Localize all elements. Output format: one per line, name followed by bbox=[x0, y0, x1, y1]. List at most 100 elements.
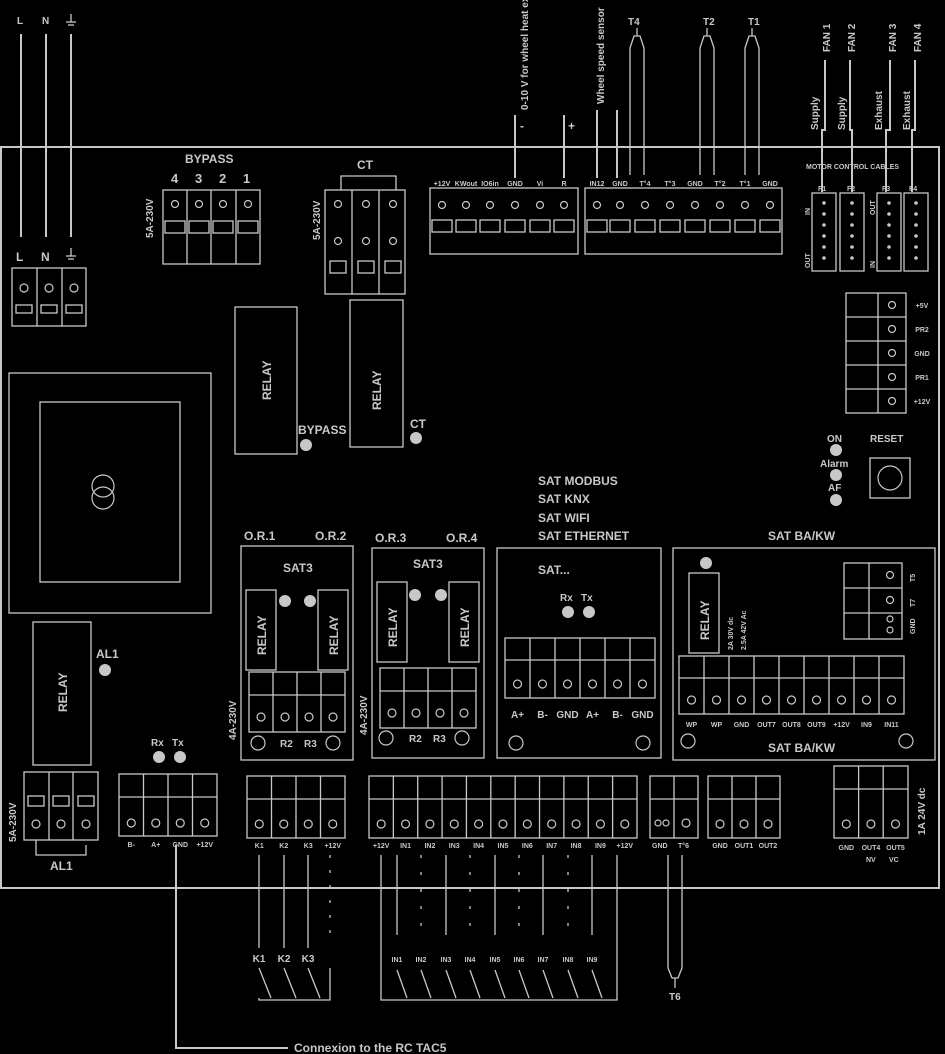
analog-terminal-block: 0-10 V for wheel heat exchanger rotation… bbox=[429, 0, 783, 255]
sat-ethernet: SAT ETHERNET bbox=[538, 529, 630, 543]
rc-terminal-block: Rx Tx B-A+GND+12V Connexion to the RC TA… bbox=[118, 738, 447, 1054]
rc-label-3: +12V bbox=[196, 842, 213, 849]
alarm-led bbox=[830, 469, 842, 481]
sign-minus: - bbox=[520, 119, 524, 133]
satx-label-3: A+ bbox=[586, 710, 599, 721]
analog-term-2: IO6in bbox=[481, 181, 499, 188]
k-label-1: K2 bbox=[279, 843, 288, 850]
in-label-2: IN2 bbox=[424, 843, 435, 850]
bakw-relay-spec2: 2.5A 42V Ac bbox=[741, 610, 748, 650]
in-switch-label-8: IN9 bbox=[587, 957, 598, 964]
in-label-8: IN8 bbox=[571, 843, 582, 850]
sat3-module-1: O.R.1 O.R.2 SAT3 RELAY RELAY 4A-230V R2 … bbox=[228, 529, 354, 761]
pressure-label-4: +12V bbox=[914, 399, 931, 406]
analog-term-9: T°3 bbox=[665, 180, 676, 188]
analog-term-0: +12V bbox=[434, 181, 451, 188]
motor-cables-title: MOTOR CONTROL CABLES bbox=[806, 164, 899, 171]
in-label-3: IN3 bbox=[449, 843, 460, 850]
satx-tx: Tx bbox=[581, 593, 593, 604]
sat3-1-r3: R3 bbox=[304, 739, 317, 750]
mains-n-top: N bbox=[42, 16, 49, 27]
analog-term-4: Vi bbox=[537, 181, 544, 188]
satx-label-2: GND bbox=[556, 710, 578, 721]
ct-led bbox=[410, 432, 422, 444]
bakw-label-2: GND bbox=[734, 722, 750, 729]
ct-rating: 5A-230V bbox=[312, 200, 323, 240]
in-screw bbox=[498, 819, 508, 829]
bakw-screw bbox=[761, 695, 772, 705]
bakw-screw bbox=[736, 695, 747, 705]
svg-text:RELAY: RELAY bbox=[260, 360, 274, 400]
ct-block: CT 5A-230V bbox=[312, 158, 406, 295]
rc-screw bbox=[126, 818, 136, 828]
bakw-t7: T7 bbox=[910, 599, 917, 607]
earth-icon-top bbox=[66, 14, 76, 26]
sat3-2-rating: 4A-230V bbox=[359, 695, 370, 735]
sat3-1-rating: 4A-230V bbox=[228, 700, 239, 740]
fan-3-label: FAN 3 bbox=[888, 23, 899, 52]
in-switch-label-2: IN3 bbox=[441, 957, 452, 964]
sat-knx: SAT KNX bbox=[538, 492, 590, 506]
bakw-screw bbox=[711, 695, 722, 705]
t6-probe-label: T6 bbox=[669, 992, 681, 1003]
sat3-2-r2: R2 bbox=[409, 734, 422, 745]
bakw-title-bottom: SAT BA/KW bbox=[768, 741, 836, 755]
out4-label-0: GND bbox=[839, 845, 855, 852]
sat-wifi: SAT WIFI bbox=[538, 511, 590, 525]
f1-out-label: OUT bbox=[805, 253, 812, 269]
bakw-screw bbox=[686, 695, 697, 705]
in-label-7: IN7 bbox=[546, 843, 557, 850]
mains-input: L N L N bbox=[11, 14, 87, 327]
bakw-gnd: GND bbox=[910, 618, 917, 634]
ct-relay: RELAY bbox=[349, 299, 404, 448]
bypass-led bbox=[300, 439, 312, 451]
fan-2-label: FAN 2 bbox=[847, 23, 858, 52]
in-switch-label-5: IN6 bbox=[514, 957, 525, 964]
fan-cables: FAN 1 FAN 2 FAN 3 FAN 4 Supply Supply Ex… bbox=[805, 23, 929, 272]
bakw-label-5: OUT9 bbox=[807, 722, 826, 729]
al1-rating: 5A-230V bbox=[8, 802, 19, 842]
satx-rx: Rx bbox=[560, 593, 573, 604]
analog-term-1: KWout bbox=[455, 181, 478, 188]
svg-text:RELAY: RELAY bbox=[56, 672, 70, 712]
bakw-label-8: IN11 bbox=[884, 722, 899, 729]
bypass-led-label: BYPASS bbox=[298, 423, 346, 437]
out-screw bbox=[739, 819, 749, 829]
in-screw bbox=[376, 819, 386, 829]
out4-rating: 1A 24V dc bbox=[917, 787, 928, 835]
reset-button[interactable] bbox=[869, 457, 911, 499]
alarm-label: Alarm bbox=[820, 459, 848, 470]
out4-screw bbox=[841, 819, 851, 829]
bypass-relay: RELAY bbox=[234, 306, 298, 455]
out4-label-1: OUT4 bbox=[862, 845, 881, 852]
sat3-module-2: O.R.3 O.R.4 SAT3 RELAY RELAY 4A-230V R2 … bbox=[359, 531, 485, 759]
in-switch-label-7: IN8 bbox=[563, 957, 574, 964]
out-label-0: GND bbox=[712, 843, 728, 850]
rc-cable bbox=[175, 845, 288, 1049]
mains-l-label: L bbox=[16, 250, 23, 264]
analog-term-6: IN12 bbox=[590, 181, 605, 188]
bakw-screw bbox=[811, 695, 822, 705]
in-screw bbox=[547, 819, 557, 829]
in-label-10: +12V bbox=[617, 843, 634, 850]
rc-rx: Rx bbox=[151, 738, 164, 749]
analog-term-5: R bbox=[561, 181, 566, 188]
af-label: AF bbox=[828, 483, 841, 494]
control-board bbox=[0, 146, 940, 889]
f3-label: F3 bbox=[882, 186, 890, 193]
mains-l-top: L bbox=[17, 16, 23, 27]
svg-text:RELAY: RELAY bbox=[255, 615, 269, 655]
af-led bbox=[830, 494, 842, 506]
svg-text:RELAY: RELAY bbox=[458, 607, 472, 647]
fan-4-label: FAN 4 bbox=[913, 23, 924, 52]
svg-text:RELAY: RELAY bbox=[370, 370, 384, 410]
pressure-label-2: GND bbox=[914, 351, 930, 358]
bakw-label-7: IN9 bbox=[861, 722, 872, 729]
sat3-2-r3: R3 bbox=[433, 734, 446, 745]
k-screw bbox=[303, 819, 313, 829]
bypass-num-2: 2 bbox=[219, 171, 226, 186]
